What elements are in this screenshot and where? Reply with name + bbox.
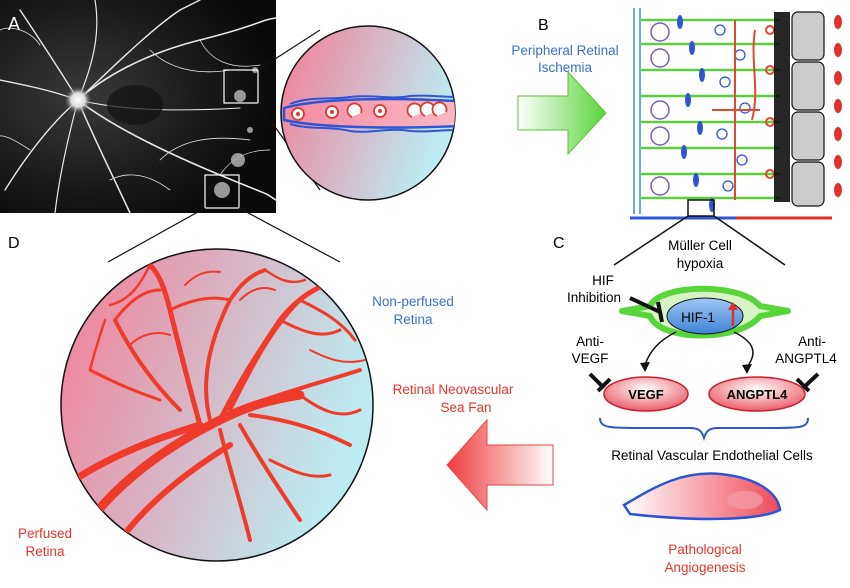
arrow-to-panel-b [517,70,607,156]
vegf-label: VEGF [628,387,663,402]
endothelial-cells-label: Retinal Vascular Endothelial Cells [611,448,813,463]
panel-d: D [8,207,514,562]
arrow-to-panel-d [446,418,554,512]
zoom-box-neovascular [204,174,240,209]
vessel-cross-sections [677,15,715,212]
curly-brace [599,417,809,442]
panel-label-a: A [8,14,20,34]
angiogenesis-line2: Angiogenesis [664,560,745,575]
nonperfused-line2: Retina [393,312,433,327]
choroid-cells [834,15,842,197]
panel-label-d: D [8,235,20,252]
zoom-connectors-bottom [107,207,341,263]
zoom-box-ischemia [223,69,259,104]
hif1-label: HIF-1 [681,310,715,325]
red-connections [712,20,775,200]
hif-inhibition-line2: Inhibition [567,290,621,305]
rpe-cells [791,11,825,207]
perfused-line1: Perfused [18,526,72,541]
perfused-line2: Retina [25,544,65,559]
photoreceptor-layer [774,12,790,202]
ischemia-title-line2: Ischemia [538,60,593,75]
endothelial-wall [289,94,455,133]
anti-vegf-symbol [588,372,612,393]
zoom-circle-vessel [280,25,456,201]
upregulation-arrow [728,302,738,326]
muller-hypoxia-line1: Müller Cell [668,238,732,253]
anti-angptl4-line2: ANGPTL4 [775,351,837,366]
vegf-pill: VEGF [603,376,689,412]
capillary-lumen [282,97,455,129]
anti-vegf-line2: VEGF [572,351,609,366]
panel-b: B Peripheral Retinal Ischemia [511,6,842,220]
neovascular-line1: Retinal Neovascular [393,382,514,397]
macula [107,85,163,125]
ganglion-cells [650,22,670,196]
angptl4-pill: ANGPTL4 [708,376,806,412]
muller-hypoxia-line2: hypoxia [677,256,724,271]
endothelial-cell [622,472,782,521]
nonperfused-line1: Non-perfused [372,294,454,309]
bipolar-cells [714,24,751,192]
panel-c: C Müller Cell hypoxia HIF-1 HIF Inhibiti… [553,215,837,575]
muller-cell: HIF-1 [619,285,791,339]
panel-label-b: B [538,17,549,34]
anti-vegf-line1: Anti- [576,334,604,349]
sea-fan-circle [60,248,374,562]
rbc-centers [296,109,382,116]
angiogenesis-line1: Pathological [668,542,742,557]
neovascular-line2: Sea Fan [440,400,491,415]
anti-angptl4-symbol [795,372,820,393]
inner-limiting-membrane [633,8,641,214]
panel-a: A [0,0,277,214]
hif-inhibition-symbol [629,296,664,323]
muller-cell-rows [640,18,780,200]
hif-inhibition-line1: HIF [592,273,614,288]
panel-label-c: C [553,235,565,252]
muller-zoom-box [687,199,715,217]
anti-angptl4-line1: Anti- [798,334,826,349]
angptl4-label: ANGPTL4 [727,387,788,402]
optic-disc [64,86,92,114]
ischemia-title-line1: Peripheral Retinal [511,43,618,58]
hif1-nucleus [666,297,744,335]
pathway-arrows [644,331,754,368]
